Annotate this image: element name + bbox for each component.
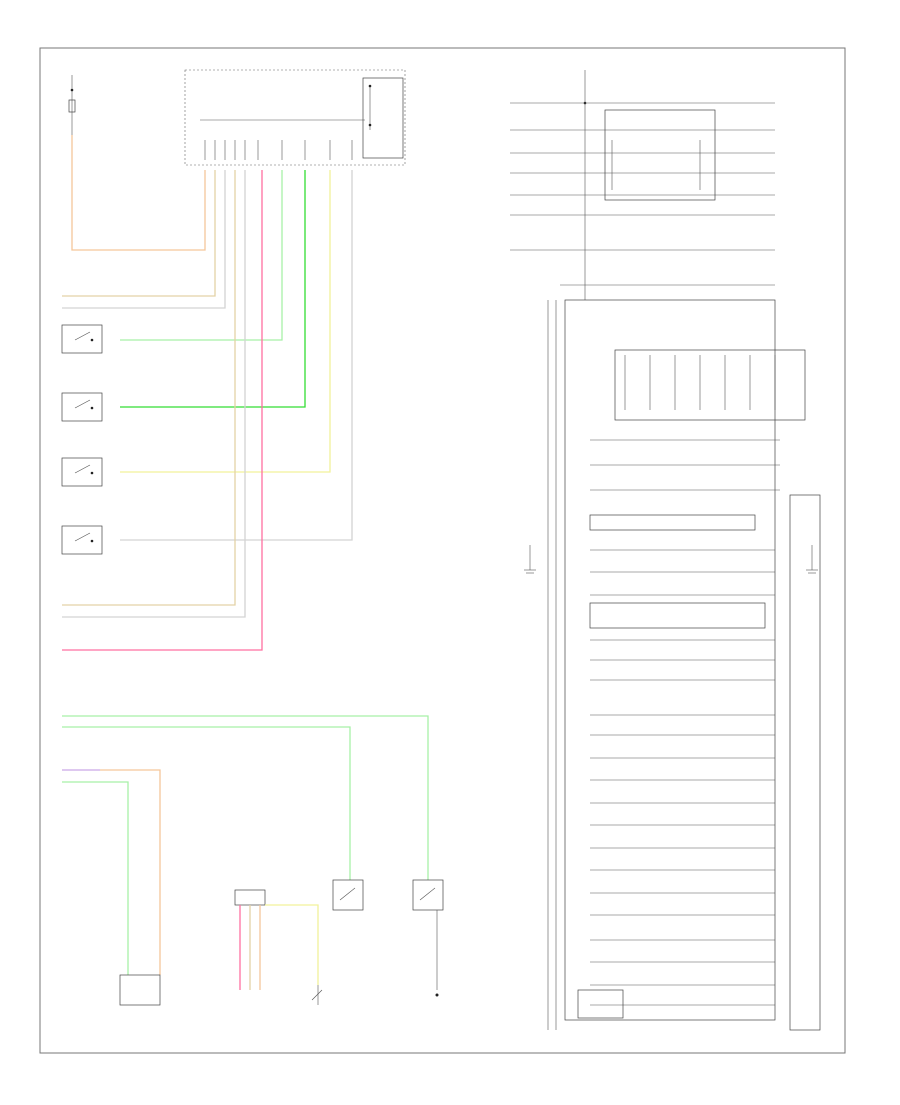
side-connector-right	[789, 494, 821, 1031]
fuel-gauge-unit	[119, 974, 161, 1006]
connector-pins	[204, 140, 353, 160]
right-signal-rows	[589, 439, 780, 1006]
fuse-left-top	[68, 75, 76, 135]
small-module-bottom-right	[577, 989, 624, 1019]
right-bus	[510, 70, 775, 300]
relay-switch-1	[332, 879, 364, 911]
door-switch-4	[61, 525, 103, 555]
door-switch-3	[61, 457, 103, 487]
wire-green-light-3	[62, 726, 351, 880]
wire-tan-2	[62, 170, 236, 606]
fuse-block-right	[614, 349, 806, 421]
wire-green-light-1	[120, 170, 283, 341]
module-connector-top	[184, 69, 406, 166]
door-switch-2	[61, 392, 103, 422]
ground-symbol-right	[806, 545, 818, 574]
wire-pink-1	[62, 170, 263, 651]
wire-green-light-2	[62, 715, 429, 880]
wire-green-1	[120, 170, 306, 408]
connector-cluster-bottom	[234, 889, 319, 990]
wire-orange	[71, 135, 206, 251]
wire-tan-1	[62, 170, 216, 297]
relay-switch-2	[412, 879, 444, 997]
ground-switch-bottom	[311, 985, 323, 1005]
diagram-frame	[39, 47, 846, 1054]
wire-gray-3	[62, 170, 246, 618]
door-switch-1	[61, 324, 103, 354]
wire-green-light-4	[62, 781, 129, 975]
wire-gray-2	[120, 170, 353, 541]
wire-yellow-2	[265, 904, 319, 985]
wire-orange-loop	[71, 135, 206, 251]
ground-symbol-left	[524, 545, 536, 574]
wire-gray-1	[62, 170, 226, 309]
wire-orange-2	[100, 769, 161, 975]
wire-yellow-1	[120, 170, 331, 473]
